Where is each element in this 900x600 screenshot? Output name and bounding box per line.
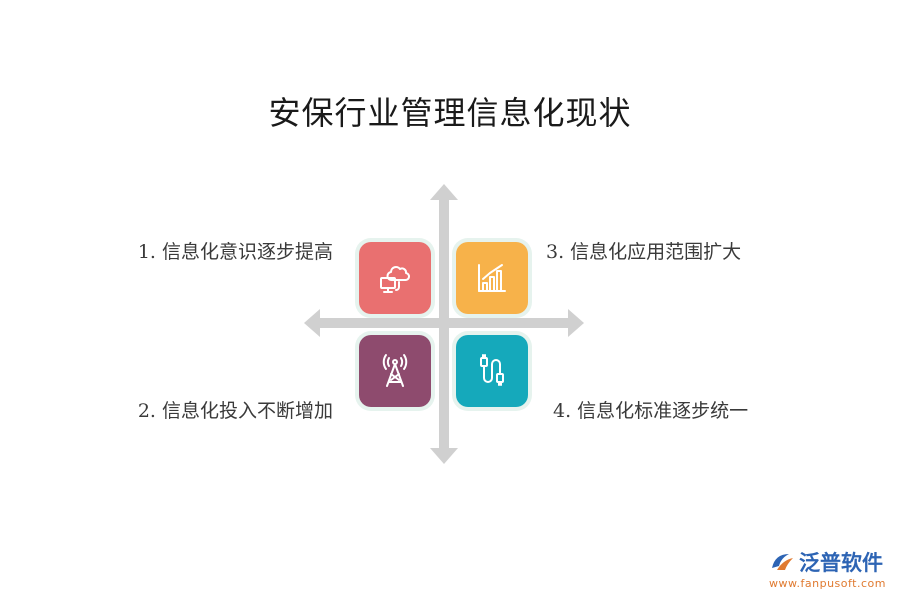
- page-title: 安保行业管理信息化现状: [268, 94, 632, 132]
- tile-3: [456, 242, 528, 314]
- quadrant-label-3: 3. 信息化应用范围扩大: [546, 241, 742, 263]
- arrow-right: [568, 309, 584, 337]
- quadrant-label-4: 4. 信息化标准逐步统一: [553, 400, 749, 422]
- quadrant-label-2: 2. 信息化投入不断增加: [137, 400, 333, 422]
- arrow-left: [304, 309, 320, 337]
- tile-4: [456, 335, 528, 407]
- fanpu-logo-icon: [772, 554, 794, 570]
- tile-1: [359, 242, 431, 314]
- quadrant-label-1: 1. 信息化意识逐步提高: [137, 241, 333, 263]
- brand-name: 泛普软件: [799, 551, 884, 575]
- brand-logo: 泛普软件 www.fanpusoft.com: [769, 547, 886, 590]
- signal-tower-icon: [382, 354, 408, 387]
- arrow-down: [430, 448, 458, 464]
- bar-chart-icon: [478, 264, 506, 292]
- tile-2: [359, 335, 431, 407]
- usb-cable-icon: [480, 354, 504, 386]
- arrow-up: [430, 184, 458, 200]
- brand-url: www.fanpusoft.com: [769, 577, 886, 590]
- cloud-computer-icon: [380, 266, 410, 293]
- horizontal-axis: [318, 318, 570, 328]
